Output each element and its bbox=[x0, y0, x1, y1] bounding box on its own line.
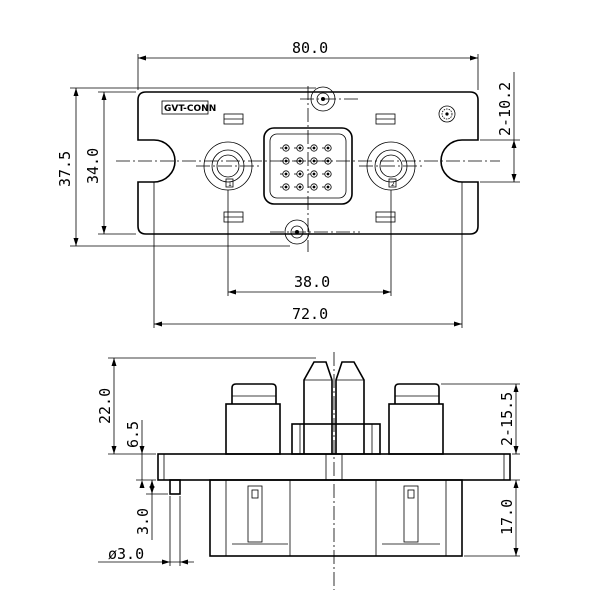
dim-hole-spacing: 38.0 bbox=[227, 190, 392, 296]
signal-pin-contact bbox=[326, 146, 330, 150]
dim-slot-spacing-label: 2-10.2 bbox=[496, 82, 514, 136]
dim-top-width-label: 80.0 bbox=[292, 39, 328, 57]
signal-pin-contact bbox=[298, 159, 302, 163]
left-power-post: 1 bbox=[196, 141, 260, 191]
signal-pin-housing bbox=[263, 127, 353, 205]
signal-pin-contact bbox=[284, 159, 288, 163]
dim-flange-thickness-label: 6.5 bbox=[124, 421, 142, 448]
dim-pin-length: 3.0 bbox=[134, 480, 168, 540]
side-view: 22.0 6.5 2-15.5 17.0 bbox=[96, 352, 520, 590]
dim-height-outer-label: 37.5 bbox=[56, 151, 74, 187]
dim-mount-spacing: 72.0 bbox=[153, 182, 463, 328]
left-post-side bbox=[225, 383, 281, 455]
signal-pin bbox=[310, 170, 318, 178]
signal-pin-contact bbox=[284, 185, 288, 189]
dim-side-total-label: 22.0 bbox=[96, 388, 114, 424]
signal-pin bbox=[324, 170, 332, 178]
gear-icon bbox=[438, 105, 456, 123]
signal-pin bbox=[310, 144, 318, 152]
dim-height-outer: 37.5 bbox=[56, 87, 316, 247]
signal-pin-contact bbox=[284, 146, 288, 150]
post-label-2: 2 bbox=[391, 181, 395, 188]
signal-pin bbox=[324, 157, 332, 165]
dim-mount-spacing-label: 72.0 bbox=[292, 305, 328, 323]
signal-pin-contact bbox=[312, 146, 316, 150]
top-view: GVT-CONN bbox=[56, 39, 520, 328]
signal-pin-contact bbox=[326, 172, 330, 176]
signal-pin bbox=[324, 144, 332, 152]
signal-pin bbox=[296, 157, 304, 165]
signal-pin bbox=[296, 170, 304, 178]
signal-pin bbox=[282, 144, 290, 152]
signal-pin-contact bbox=[298, 185, 302, 189]
lower-body-side bbox=[209, 479, 463, 557]
signal-pin-contact bbox=[326, 159, 330, 163]
dim-top-width: 80.0 bbox=[137, 39, 479, 90]
upper-mounting-boss bbox=[300, 86, 360, 112]
post-label-1: 1 bbox=[228, 181, 232, 188]
dim-side-total: 22.0 bbox=[96, 357, 316, 455]
signal-pin bbox=[282, 157, 290, 165]
plate-outline bbox=[137, 91, 479, 235]
signal-pin-contact bbox=[298, 146, 302, 150]
brand-plate bbox=[161, 100, 209, 115]
dim-post-height-label: 2-15.5 bbox=[498, 392, 516, 446]
signal-pin bbox=[296, 183, 304, 191]
dim-height-inner-label: 34.0 bbox=[84, 148, 102, 184]
dim-height-inner: 34.0 bbox=[84, 91, 136, 235]
signal-pin bbox=[310, 183, 318, 191]
right-power-post: 2 bbox=[359, 141, 423, 191]
signal-pin bbox=[282, 183, 290, 191]
signal-pin bbox=[296, 144, 304, 152]
dim-hole-spacing-label: 38.0 bbox=[294, 273, 330, 291]
signal-housing-side bbox=[291, 361, 381, 455]
signal-pin-contact bbox=[298, 172, 302, 176]
signal-pin-contact bbox=[284, 172, 288, 176]
dim-pin-diameter-label: ø3.0 bbox=[108, 545, 144, 563]
dim-pin-diameter: ø3.0 bbox=[98, 496, 194, 566]
signal-pin-contact bbox=[326, 185, 330, 189]
signal-pin bbox=[310, 157, 318, 165]
dim-pin-length-label: 3.0 bbox=[134, 508, 152, 535]
signal-pin-contact bbox=[312, 185, 316, 189]
signal-pin-grid bbox=[280, 144, 332, 191]
dim-slot-spacing: 2-10.2 bbox=[480, 72, 520, 183]
brand-label: GVT-CONN bbox=[164, 104, 216, 114]
right-post-side bbox=[388, 383, 444, 455]
dim-body-depth: 17.0 bbox=[464, 479, 520, 557]
signal-pin-contact bbox=[312, 172, 316, 176]
dim-flange-thickness: 6.5 bbox=[124, 420, 156, 488]
signal-pin-contact bbox=[312, 159, 316, 163]
signal-pin bbox=[324, 183, 332, 191]
lower-mounting-boss bbox=[270, 219, 360, 245]
dim-body-depth-label: 17.0 bbox=[498, 499, 516, 535]
mounting-pin bbox=[169, 479, 181, 495]
dim-post-height: 2-15.5 bbox=[441, 383, 520, 455]
signal-pin bbox=[282, 170, 290, 178]
